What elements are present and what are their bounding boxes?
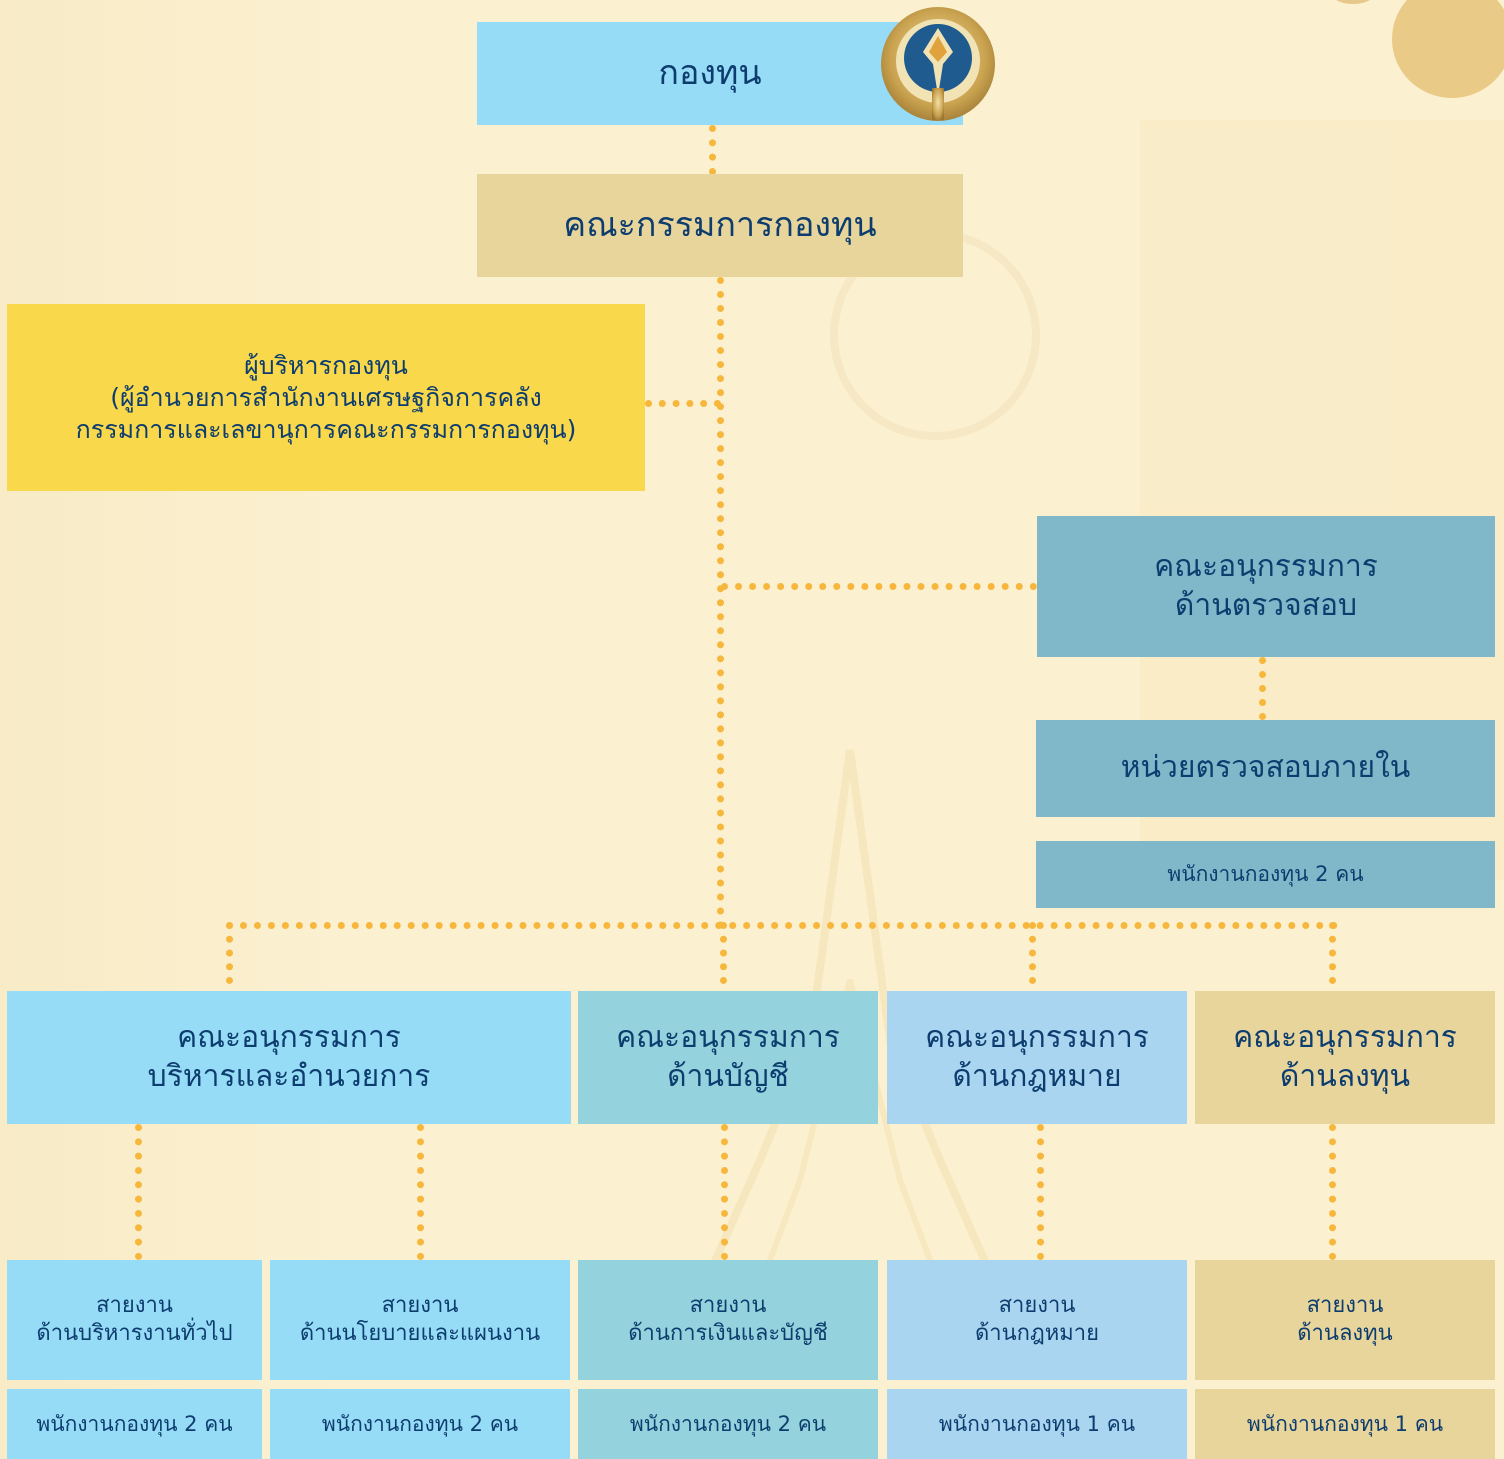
decorative-circle-small (1333, 0, 1373, 4)
internal-audit-box: หน่วยตรวจสอบภายใน (1036, 720, 1495, 817)
staff-policy-planning: พนักงานกองทุน 2 คน (270, 1389, 570, 1459)
connector-sub-4 (1329, 922, 1336, 984)
manager-box: ผู้บริหารกองทุน (ผู้อำนวยการสำนักงานเศรษ… (7, 304, 645, 491)
division-policy-planning: สายงาน ด้านนโยบายและแผนงาน (270, 1260, 570, 1380)
staff-finance-accounting: พนักงานกองทุน 2 คน (578, 1389, 878, 1459)
connector-sub-2 (720, 922, 727, 984)
connector-main-trunk (717, 277, 724, 929)
subcommittee-accounting: คณะอนุกรรมการ ด้านบัญชี (578, 991, 878, 1124)
internal-audit-staff: พนักงานกองทุน 2 คน (1036, 841, 1495, 908)
division-general-admin: สายงาน ด้านบริหารงานทั่วไป (7, 1260, 262, 1380)
committee-box: คณะกรรมการกองทุน (477, 174, 963, 277)
connector-sub-3 (1029, 922, 1036, 984)
staff-legal: พนักงานกองทุน 1 คน (887, 1389, 1187, 1459)
connector-div-1 (135, 1124, 142, 1260)
subcommittee-investment: คณะอนุกรรมการ ด้านลงทุน (1195, 991, 1495, 1124)
subcommittee-administration: คณะอนุกรรมการ บริหารและอำนวยการ (7, 991, 571, 1124)
division-finance-accounting: สายงาน ด้านการเงินและบัญชี (578, 1260, 878, 1380)
staff-investment: พนักงานกองทุน 1 คน (1195, 1389, 1495, 1459)
connector-audit-internal (1259, 657, 1266, 720)
division-legal: สายงาน ด้านกฎหมาย (887, 1260, 1187, 1380)
audit-subcommittee-box: คณะอนุกรรมการ ด้านตรวจสอบ (1037, 516, 1495, 657)
decorative-circle (1392, 0, 1504, 98)
connector-sub-1 (226, 922, 233, 984)
subcommittee-legal: คณะอนุกรรมการ ด้านกฎหมาย (887, 991, 1187, 1124)
connector-fund-committee (709, 125, 716, 175)
fund-logo-icon (881, 7, 995, 121)
connector-div-3 (721, 1124, 728, 1260)
staff-general-admin: พนักงานกองทุน 2 คน (7, 1389, 262, 1459)
connector-div-4 (1037, 1124, 1044, 1260)
background-tower-outline (676, 749, 1024, 1340)
connector-subcommittees-bar (226, 922, 1338, 929)
connector-audit (721, 583, 1037, 590)
connector-div-5 (1329, 1124, 1336, 1260)
connector-div-2 (417, 1124, 424, 1260)
background-building-left (0, 0, 340, 1459)
division-investment: สายงาน ด้านลงทุน (1195, 1260, 1495, 1380)
connector-manager (645, 400, 721, 407)
